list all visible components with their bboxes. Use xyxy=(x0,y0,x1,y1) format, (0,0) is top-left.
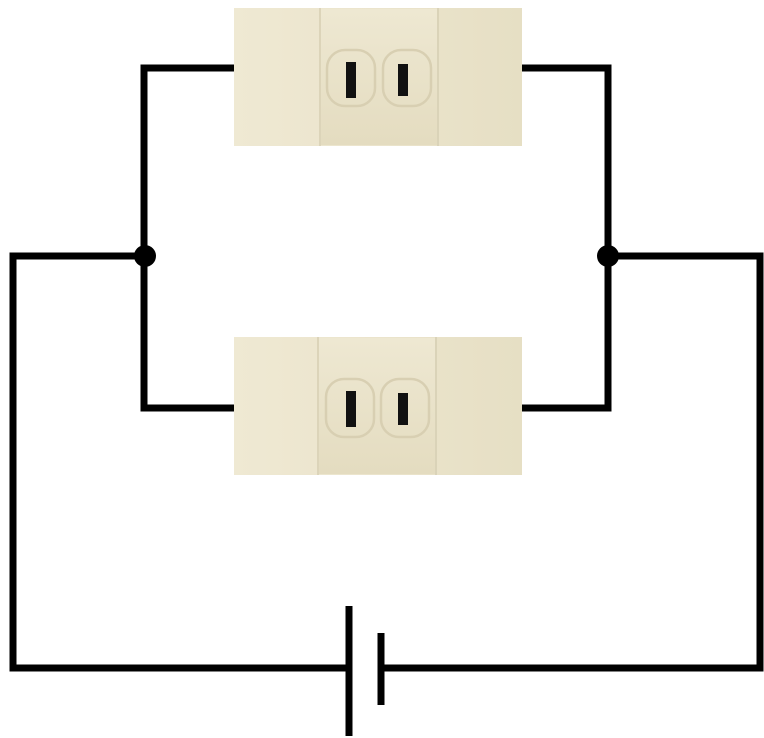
wire-top-right xyxy=(516,64,612,260)
outlet-bottom-icon xyxy=(234,337,522,475)
outlet-bottom-slot-frame-left xyxy=(324,377,376,439)
outlet-top-icon xyxy=(234,8,522,146)
junction-left-node xyxy=(134,245,156,267)
wire-bottom-left xyxy=(140,252,240,412)
wire-left-outer xyxy=(9,252,352,672)
wire-right-outer xyxy=(379,252,764,672)
outlet-bottom-slot-frame-right xyxy=(379,377,431,439)
outlet-bottom-slot-right xyxy=(398,393,408,425)
outlet-bottom-face xyxy=(319,338,435,474)
outlet-top-slot-right xyxy=(398,64,408,96)
outlet-bottom-slot-left xyxy=(346,391,356,427)
wire-top-left xyxy=(140,64,240,260)
junction-right-node xyxy=(597,245,619,267)
outlet-top-slot-frame-left xyxy=(325,48,377,108)
wire-bottom-right xyxy=(516,252,612,412)
outlet-top-slot-left xyxy=(346,62,356,98)
outlet-top-slot-frame-right xyxy=(381,48,433,108)
outlet-top-face xyxy=(321,9,437,145)
wires xyxy=(9,64,764,672)
battery-icon xyxy=(345,606,385,736)
